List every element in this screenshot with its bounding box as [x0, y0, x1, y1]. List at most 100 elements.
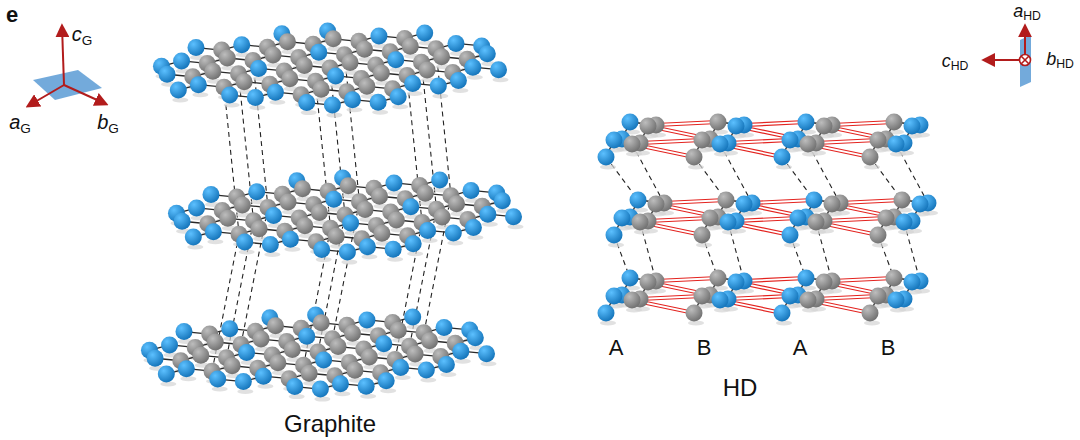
- interlayer-bond: [664, 199, 726, 202]
- interlayer-bond: [744, 121, 806, 124]
- carbon-atom: [370, 94, 387, 111]
- carbon-atom: [281, 70, 298, 87]
- interlayer-dashes: [606, 144, 928, 281]
- interlayer-dash: [241, 207, 268, 344]
- carbon-atom: [327, 67, 344, 84]
- carbon-atom: [421, 332, 438, 349]
- carbon-atom: [284, 341, 301, 358]
- carbon-atom: [606, 132, 623, 149]
- interlayer-bond: [840, 202, 902, 205]
- carbon-atom: [640, 274, 657, 291]
- carbon-atom: [250, 60, 267, 77]
- carbon-atom: [375, 335, 392, 352]
- carbon-atom: [267, 317, 284, 334]
- carbon-atom: [392, 359, 409, 376]
- interlayer-bond: [816, 298, 878, 301]
- carbon-atom: [385, 241, 402, 258]
- carbon-atom: [358, 78, 375, 95]
- interlayer-bond: [744, 124, 806, 127]
- carbon-atom: [248, 183, 265, 200]
- carbon-atom: [235, 373, 252, 390]
- interlayer-bond: [648, 220, 710, 223]
- panel-letter: e: [6, 4, 18, 26]
- carbon-atom: [324, 97, 341, 114]
- basal-plane: [33, 70, 102, 100]
- carbon-atom: [282, 231, 299, 248]
- carbon-atom: [888, 136, 905, 153]
- axis-label: aHD: [1013, 2, 1041, 23]
- carbon-atom: [402, 38, 419, 55]
- carbon-atom: [192, 347, 209, 364]
- carbon-atom: [448, 195, 465, 212]
- structure-name: HD: [723, 376, 758, 400]
- carbon-atom: [247, 89, 264, 106]
- carbon-atom: [313, 81, 330, 98]
- carbon-atom: [385, 174, 402, 191]
- carbon-atom: [315, 351, 332, 368]
- carbon-atom: [434, 209, 451, 226]
- interlayer-bond: [816, 139, 878, 142]
- carbon-atom: [448, 35, 465, 52]
- carbon-atom: [236, 73, 253, 90]
- interlayer-bond: [640, 295, 702, 298]
- carbon-atom: [736, 196, 753, 213]
- carbon-atom: [479, 206, 496, 223]
- carbon-atom: [357, 201, 374, 218]
- carbon-atom: [279, 33, 296, 50]
- carbon-atom: [648, 196, 665, 213]
- carbon-atom: [359, 238, 376, 255]
- carbon-atom: [207, 333, 224, 350]
- carbon-atom: [219, 49, 236, 66]
- interlayer-bond: [736, 220, 798, 223]
- axis-cross: [1021, 56, 1029, 64]
- carbon-atom: [614, 210, 631, 227]
- carbon-atom: [904, 118, 921, 135]
- carbon-atom: [188, 199, 205, 216]
- carbon-atom: [147, 350, 164, 367]
- carbon-atom: [175, 323, 192, 340]
- stacking-letter: A: [609, 337, 624, 359]
- carbon-atom: [361, 349, 378, 366]
- carbon-atom: [173, 52, 190, 69]
- carbon-atom: [407, 346, 424, 363]
- carbon-atom: [886, 114, 903, 131]
- axis-label: bHD: [1046, 50, 1074, 71]
- carbon-atom: [342, 214, 359, 231]
- carbon-atom: [888, 292, 905, 309]
- carbon-atom: [728, 118, 745, 135]
- carbon-atom: [450, 72, 467, 89]
- carbon-atom: [630, 192, 647, 209]
- interlayer-bond: [728, 298, 790, 301]
- carbon-atom: [694, 288, 711, 305]
- carbon-atom: [445, 224, 462, 241]
- carbon-atom: [342, 54, 359, 71]
- carbon-atom: [632, 214, 649, 231]
- carbon-atom: [298, 328, 315, 345]
- carbon-atom: [378, 372, 395, 389]
- carbon-atom: [686, 305, 703, 322]
- carbon-atom: [816, 118, 833, 135]
- interlayer-bond: [728, 295, 790, 298]
- carbon-atom: [340, 177, 357, 194]
- axis-label: cHD: [942, 52, 969, 73]
- carbon-atom: [431, 171, 448, 188]
- carbon-atom: [373, 225, 390, 242]
- carbon-atom: [806, 192, 823, 209]
- carbon-atom: [370, 27, 387, 44]
- axis-label: cG: [72, 24, 93, 47]
- carbon-atom: [296, 217, 313, 234]
- carbon-atom: [904, 274, 921, 291]
- carbon-atom: [286, 378, 303, 395]
- interlayer-bond: [640, 142, 702, 145]
- carbon-atom: [310, 44, 327, 61]
- carbon-atom: [728, 274, 745, 291]
- carbon-atom: [894, 192, 911, 209]
- graphene-sheet: [153, 22, 509, 117]
- carbon-atom: [330, 338, 347, 355]
- carbon-atom: [824, 196, 841, 213]
- stacking-letter: B: [697, 337, 712, 359]
- stacking-letter: A: [793, 337, 808, 359]
- interlayer-bond: [728, 142, 790, 145]
- carbon-atom: [694, 227, 711, 244]
